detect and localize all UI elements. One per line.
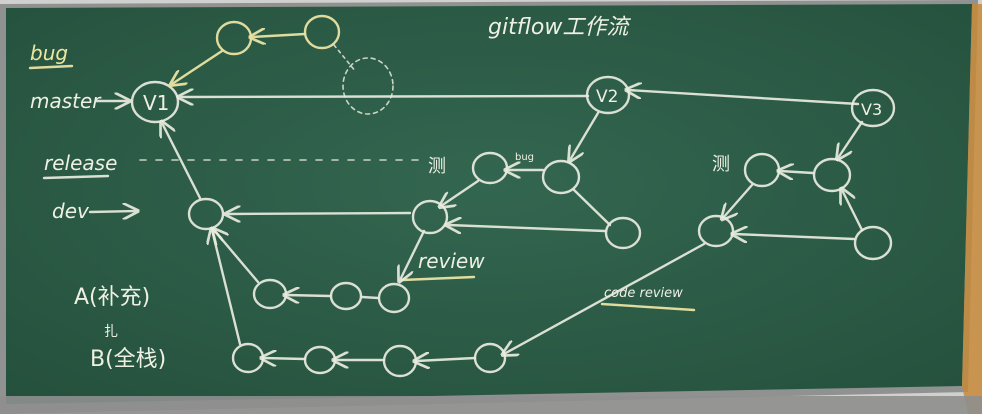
- code-review-label: code review: [604, 286, 683, 301]
- v2-label: V2: [596, 87, 618, 107]
- bug-small-label: bug: [515, 152, 534, 163]
- dev-arrow: [88, 211, 136, 212]
- v2-node: [585, 75, 631, 115]
- dashed-bug-node: [342, 57, 394, 115]
- dev-node-5: [853, 225, 893, 261]
- person-b-label: B(全栈): [90, 347, 166, 372]
- bug-node-2: [303, 14, 341, 50]
- v3-to-v2-line: [628, 90, 860, 106]
- test-right-label: 测: [712, 154, 730, 175]
- master-line: [180, 96, 590, 97]
- board-title: gitflow工作流: [488, 15, 631, 40]
- v1-label: V1: [143, 91, 169, 115]
- dev-node-3: [604, 216, 642, 250]
- test-left-label: 测: [428, 156, 446, 177]
- v3-node: [850, 88, 896, 128]
- release-node-4: [812, 157, 852, 193]
- release-node-2: [541, 159, 581, 195]
- dev-label: dev: [52, 199, 90, 223]
- release-label: release: [44, 151, 117, 175]
- chalkboard: [6, 4, 972, 404]
- review-label: review: [418, 249, 485, 273]
- v1-node: [130, 80, 180, 124]
- master-label: master: [30, 89, 102, 113]
- person-a-label: A(补充): [74, 285, 150, 310]
- v3-label: V3: [861, 100, 882, 119]
- person-b-mark: 扎: [104, 324, 118, 340]
- bug-label: bug: [30, 41, 68, 65]
